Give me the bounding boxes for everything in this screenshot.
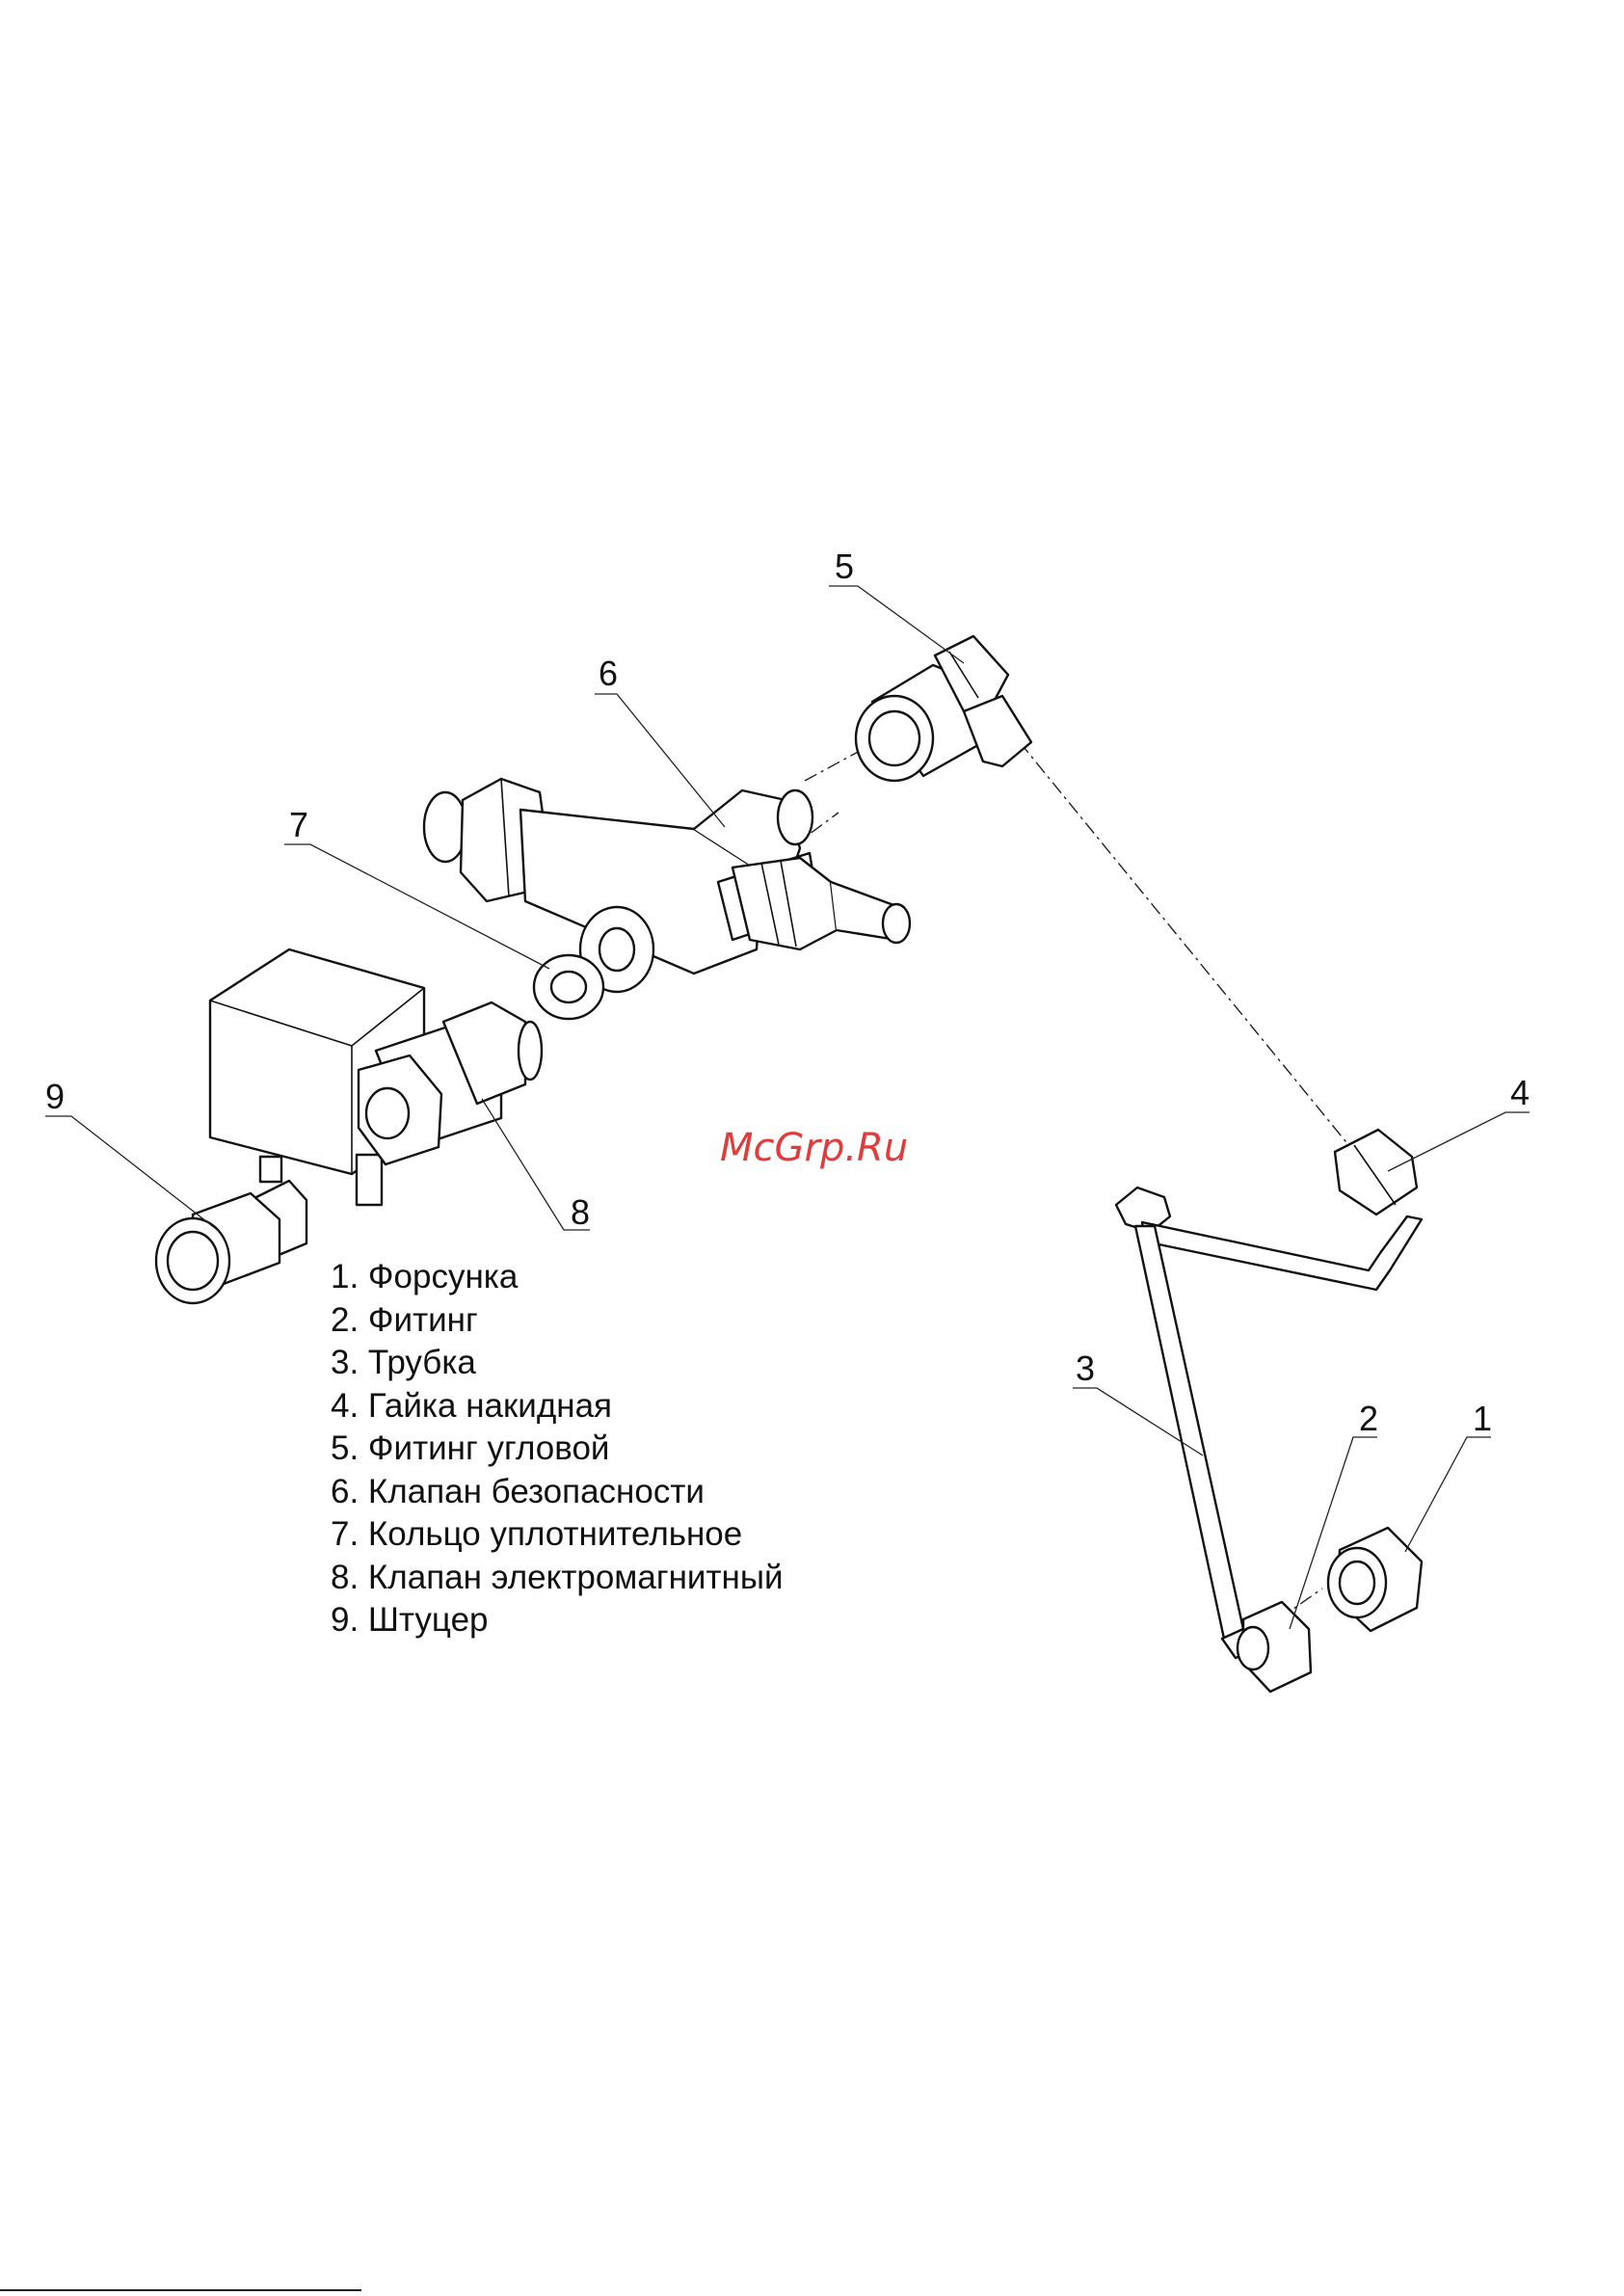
legend-item: 8. Клапан электромагнитный [331, 1557, 784, 1600]
solenoid-valve-part [210, 949, 542, 1205]
callout-6: 6 [599, 654, 618, 693]
callout-2: 2 [1359, 1399, 1378, 1438]
callout-9: 9 [45, 1077, 65, 1116]
fitting-part [1238, 1602, 1311, 1692]
watermark-text: McGrp.Ru [720, 1126, 908, 1170]
nozzle-part [1328, 1528, 1422, 1631]
callout-7: 7 [289, 805, 308, 844]
legend-item: 5. Фитинг угловой [331, 1428, 784, 1471]
legend-item: 2. Фитинг [331, 1299, 784, 1343]
legend-item: 1. Форсунка [331, 1256, 784, 1299]
angle-fitting-part [856, 636, 1031, 781]
callout-5: 5 [835, 547, 854, 586]
sealing-ring-part [534, 955, 603, 1019]
legend-item: 7. Кольцо уплотнительное [331, 1513, 784, 1557]
parts-legend: 1. Форсунка 2. Фитинг 3. Трубка 4. Гайка… [331, 1256, 784, 1642]
safety-valve-part [424, 779, 910, 992]
legend-item: 6. Клапан безопасности [331, 1471, 784, 1514]
callout-1: 1 [1473, 1399, 1492, 1438]
callout-3: 3 [1076, 1348, 1095, 1388]
callout-8: 8 [571, 1192, 590, 1232]
legend-item: 9. Штуцер [331, 1599, 784, 1642]
callout-4: 4 [1510, 1073, 1530, 1112]
legend-item: 3. Трубка [331, 1342, 784, 1385]
legend-item: 4. Гайка накидная [331, 1385, 784, 1428]
union-nut-part [1335, 1130, 1417, 1215]
